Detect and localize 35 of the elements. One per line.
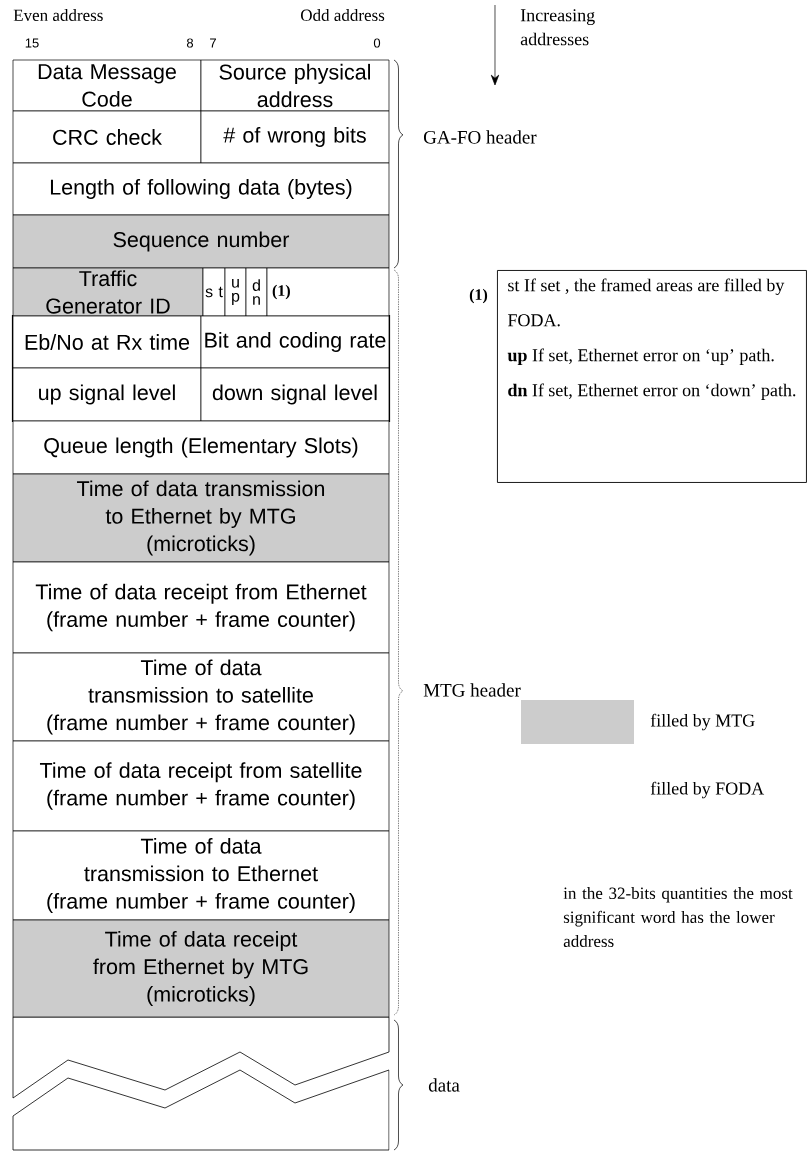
- bit-number: 7: [210, 38, 216, 48]
- field-cell: Time of data transmission to Ethernet (frame number + frame counter): [12, 830, 390, 921]
- field-cell: up signal level: [12, 367, 202, 422]
- field-cell: Source physical address: [200, 59, 390, 112]
- footnote-marker: (1): [469, 288, 488, 304]
- field-cell: Eb/No at Rx time: [12, 315, 202, 369]
- field-cell: Time of data receipt from Ethernet (frame number + frame counter): [12, 561, 390, 654]
- field-cell: Time of data transmission to satellite (frame number + frame counter): [12, 652, 390, 742]
- direction-note: Increasing addresses: [520, 9, 595, 46]
- field-cell: u p: [224, 267, 247, 317]
- bit-number: 8: [186, 38, 194, 48]
- field-cell: Bit and coding rate: [200, 315, 390, 369]
- field-cell: Length of following data (bytes): [12, 162, 390, 216]
- bracket-label: MTG header: [423, 683, 521, 697]
- shaded-field-cell: Time of data transmission to Ethernet by MTG (microticks): [12, 473, 390, 563]
- bit-number: 15: [25, 38, 39, 48]
- note-text: in the 32-bits quantities the most significant word has the lower address: [563, 887, 793, 947]
- field-cell: Data Message Code: [12, 59, 202, 112]
- address-heading: Odd address: [301, 9, 385, 21]
- field-cell: CRC check: [12, 110, 202, 164]
- field-cell: Queue length (Elementary Slots): [12, 420, 390, 475]
- legend-text: filled by MTG: [650, 713, 755, 731]
- field-cell: Time of data receipt from satellite (frame number + frame counter): [12, 740, 390, 832]
- field-cell: # of wrong bits: [200, 110, 390, 164]
- address-heading: Even address: [13, 9, 103, 21]
- bit-number: 0: [373, 38, 381, 48]
- field-cell: d n: [245, 267, 268, 317]
- note-box: st If set , the framed areas are filled by FODA. up If set, Ethernet error on ‘up’ path. dn If set, Ethernet error on ‘down’ path.: [497, 270, 807, 483]
- shaded-field-cell: Time of data receipt from Ethernet by MTG (microticks): [12, 919, 390, 1018]
- legend-text: filled by FODA: [650, 781, 765, 799]
- shaded-field-cell: Traffic Generator ID: [12, 267, 204, 317]
- bracket-label: data: [428, 1078, 460, 1092]
- bracket-label: GA-FO header: [424, 130, 537, 144]
- field-cell: s t: [202, 267, 226, 317]
- field-cell: down signal level: [200, 367, 390, 422]
